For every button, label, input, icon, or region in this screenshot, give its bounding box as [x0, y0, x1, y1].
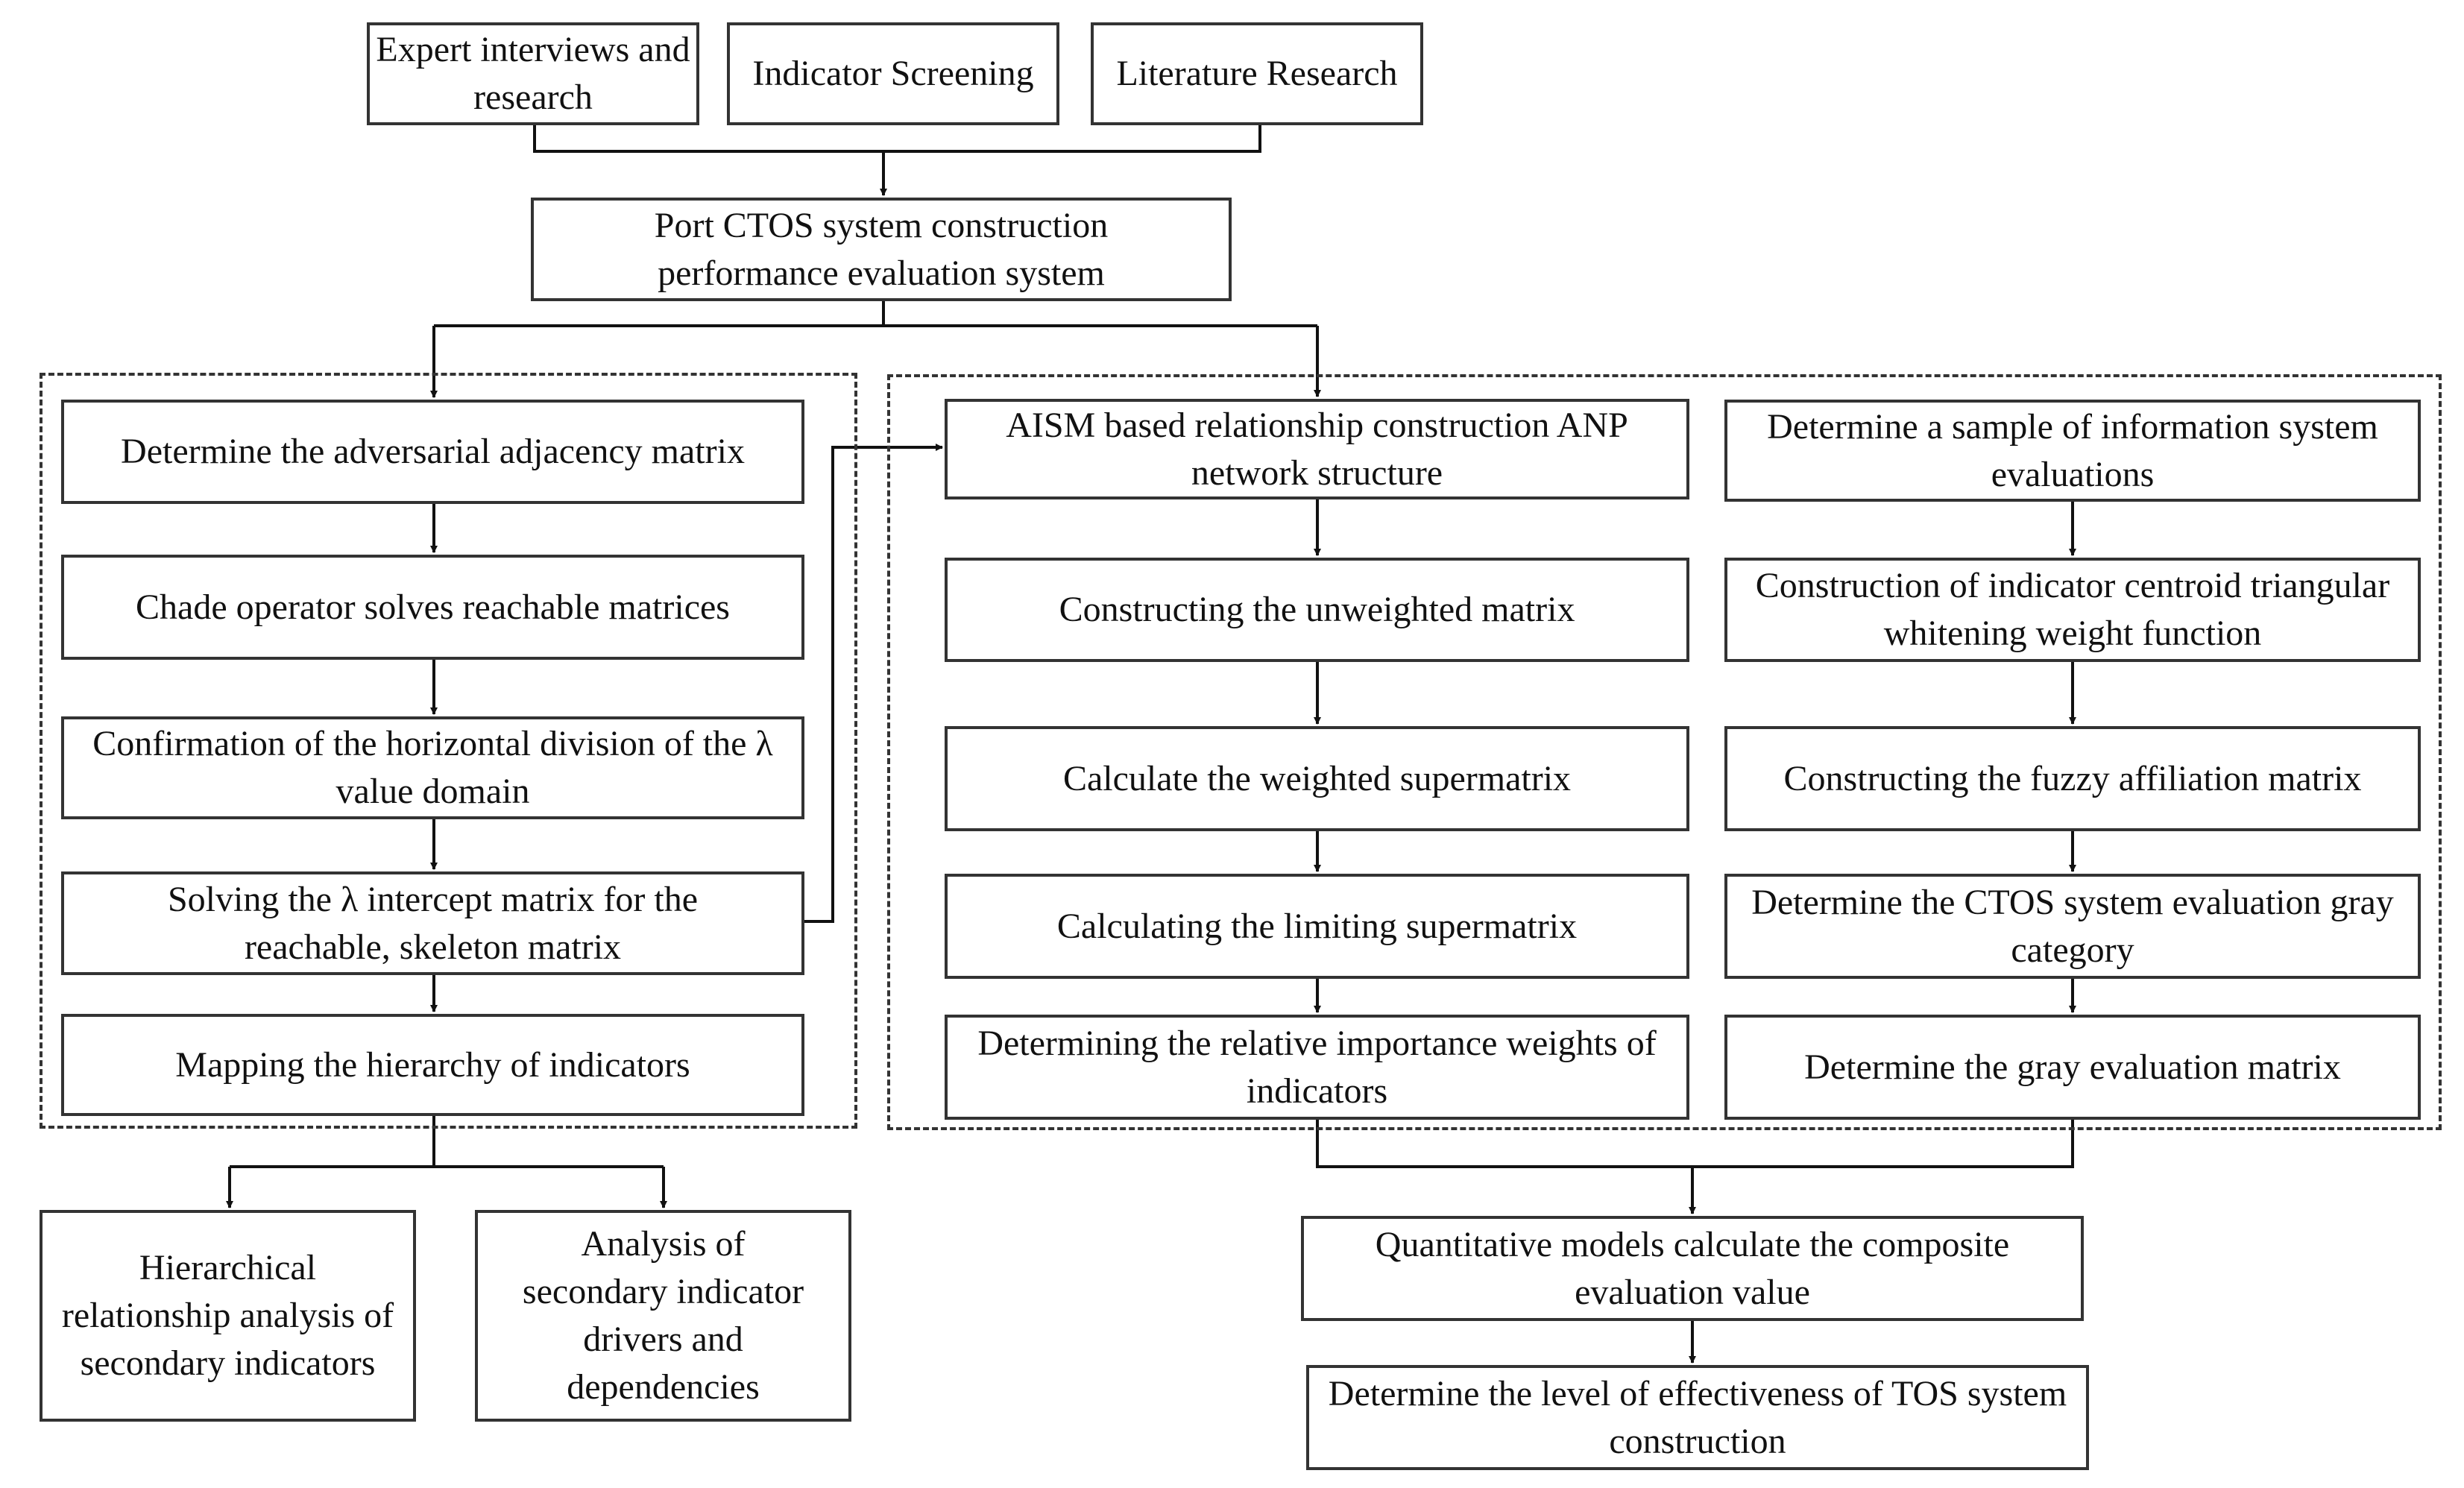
- gray-evaluation-matrix-box: Determine the gray evaluation matrix: [1724, 1015, 2421, 1120]
- aism-group-frame: [40, 373, 857, 1129]
- connector-columns-merge: [1316, 1120, 2074, 1168]
- unweighted-matrix-box: Constructing the unweighted matrix: [945, 558, 1689, 662]
- intercept-matrix-box: Solving the λ intercept matrix for the r…: [61, 871, 804, 975]
- weighted-supermatrix-box: Calculate the weighted supermatrix: [945, 726, 1689, 831]
- gray-category-box: Determine the CTOS system evaluation gra…: [1724, 874, 2421, 979]
- connector-expert-merge: [533, 125, 1261, 153]
- evaluation-sample-label: Determine a sample of information system…: [1767, 406, 2378, 494]
- chade-operator-label: Chade operator solves reachable matrices: [136, 587, 730, 627]
- hierarchy-mapping-box: Mapping the hierarchy of indicators: [61, 1014, 804, 1116]
- adjacency-matrix-label: Determine the adversarial adjacency matr…: [121, 432, 745, 471]
- importance-weights-box: Determining the relative importance weig…: [945, 1015, 1689, 1120]
- aism-anp-label: AISM based relationship construction ANP…: [1006, 405, 1628, 493]
- horizontal-division-label: Confirmation of the horizontal division …: [92, 724, 773, 811]
- limiting-supermatrix-box: Calculating the limiting supermatrix: [945, 874, 1689, 979]
- driver-analysis-box: Analysis of secondary indicator drivers …: [475, 1210, 851, 1422]
- indicator-screening-box: Indicator Screening: [727, 22, 1059, 125]
- effectiveness-level-box: Determine the level of effectiveness of …: [1306, 1365, 2089, 1470]
- importance-weights-label: Determining the relative importance weig…: [977, 1023, 1657, 1111]
- evaluation-sample-box: Determine a sample of information system…: [1724, 400, 2421, 502]
- whitening-function-box: Construction of indicator centroid trian…: [1724, 558, 2421, 662]
- indicator-screening-label: Indicator Screening: [752, 54, 1034, 93]
- chade-operator-box: Chade operator solves reachable matrices: [61, 555, 804, 660]
- anp-gray-group-frame: [887, 374, 2442, 1130]
- weighted-supermatrix-label: Calculate the weighted supermatrix: [1062, 758, 1572, 798]
- limiting-supermatrix-label: Calculating the limiting supermatrix: [1056, 906, 1578, 946]
- aism-anp-box: AISM based relationship construction ANP…: [945, 399, 1689, 499]
- adjacency-matrix-box: Determine the adversarial adjacency matr…: [61, 400, 804, 504]
- fuzzy-matrix-box: Constructing the fuzzy affiliation matri…: [1724, 726, 2421, 831]
- expert-interviews-box: Expert interviews and research: [367, 22, 699, 125]
- whitening-function-label: Construction of indicator centroid trian…: [1755, 566, 2390, 653]
- literature-research-label: Literature Research: [1116, 54, 1398, 93]
- literature-research-box: Literature Research: [1091, 22, 1423, 125]
- hierarchical-analysis-label: Hierarchical relationship analysis of se…: [61, 1248, 394, 1383]
- composite-value-label: Quantitative models calculate the compos…: [1375, 1224, 2010, 1312]
- intercept-matrix-label: Solving the λ intercept matrix for the r…: [167, 879, 699, 967]
- fuzzy-matrix-label: Constructing the fuzzy affiliation matri…: [1783, 758, 2362, 798]
- system-label: Port CTOS system construction performanc…: [654, 205, 1109, 293]
- horizontal-division-box: Confirmation of the horizontal division …: [61, 716, 804, 819]
- hierarchical-analysis-box: Hierarchical relationship analysis of se…: [40, 1210, 416, 1422]
- driver-analysis-label: Analysis of secondary indicator drivers …: [522, 1224, 804, 1407]
- composite-value-box: Quantitative models calculate the compos…: [1301, 1216, 2084, 1321]
- gray-evaluation-matrix-label: Determine the gray evaluation matrix: [1804, 1047, 2341, 1087]
- system-box: Port CTOS system construction performanc…: [531, 198, 1232, 301]
- expert-interviews-label: Expert interviews and research: [376, 30, 690, 117]
- hierarchy-mapping-label: Mapping the hierarchy of indicators: [175, 1044, 690, 1085]
- effectiveness-level-label: Determine the level of effectiveness of …: [1328, 1373, 2067, 1461]
- unweighted-matrix-label: Constructing the unweighted matrix: [1059, 590, 1575, 629]
- gray-category-label: Determine the CTOS system evaluation gra…: [1751, 882, 2394, 970]
